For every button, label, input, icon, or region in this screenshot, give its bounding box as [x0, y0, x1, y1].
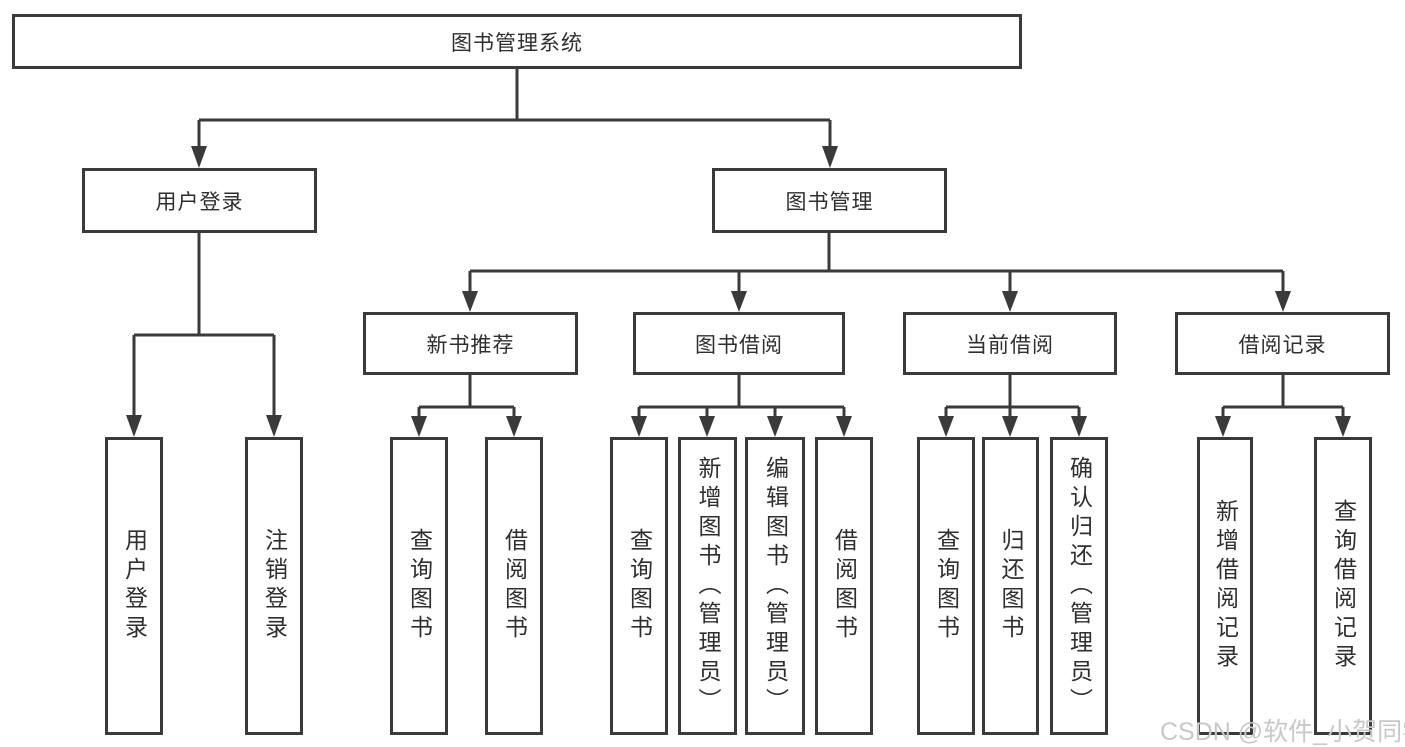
node-label: 查询图书	[406, 528, 433, 644]
node-book-borrow: 图书借阅	[633, 312, 845, 375]
node-label: 当前借阅	[966, 333, 1054, 357]
csdn-watermark: CSDN @软件_小贺同学	[1160, 718, 1405, 746]
node-label: 图书管理	[785, 190, 874, 214]
node-label: 新书推荐	[426, 333, 515, 357]
leaf-query-books-borrow: 查询图书	[610, 437, 668, 735]
leaf-return-books: 归还图书	[982, 437, 1039, 735]
node-new-book-recommend: 新书推荐	[363, 312, 578, 375]
leaf-add-borrow-record: 新增借阅记录	[1197, 437, 1253, 735]
node-library-management-system: 图书管理系统	[12, 14, 1022, 69]
node-label: 查询图书	[933, 528, 960, 644]
leaf-edit-books-admin: 编辑图书（管理员）	[745, 437, 805, 735]
node-user-login: 用户登录	[82, 168, 317, 233]
leaf-borrow-books: 借阅图书	[815, 437, 873, 735]
node-label: 归还图书	[998, 528, 1024, 644]
node-label: 注销登录	[261, 528, 288, 644]
node-label: 确认归还（管理员）	[1066, 455, 1093, 717]
node-borrow-records: 借阅记录	[1175, 312, 1390, 375]
leaf-query-borrow-record: 查询借阅记录	[1314, 437, 1372, 735]
leaf-confirm-return-admin: 确认归还（管理员）	[1050, 437, 1108, 735]
node-book-management: 图书管理	[712, 168, 947, 233]
arrowheads	[126, 146, 1351, 437]
leaf-add-books-admin: 新增图书（管理员）	[678, 437, 737, 735]
node-label: 借阅记录	[1238, 333, 1327, 357]
leaf-query-books-recommend: 查询图书	[390, 437, 448, 735]
leaf-user-login: 用户登录	[105, 437, 163, 735]
node-label: 新增图书（管理员）	[695, 455, 721, 717]
leaf-logout: 注销登录	[245, 437, 303, 735]
node-current-borrow: 当前借阅	[903, 312, 1117, 375]
node-label: 用户登录	[155, 190, 244, 214]
node-label: 图书管理系统	[451, 31, 583, 55]
node-label: 编辑图书（管理员）	[762, 455, 789, 717]
node-label: 图书借阅	[695, 333, 783, 357]
leaf-query-books-current: 查询图书	[917, 437, 975, 735]
node-label: 借阅图书	[831, 528, 858, 644]
node-label: 新增借阅记录	[1212, 499, 1239, 673]
leaf-borrow-books-recommend: 借阅图书	[485, 437, 543, 735]
node-label: 用户登录	[121, 528, 148, 644]
node-label: 借阅图书	[501, 528, 528, 644]
node-label: 查询借阅记录	[1330, 499, 1357, 673]
node-label: 查询图书	[626, 528, 653, 644]
